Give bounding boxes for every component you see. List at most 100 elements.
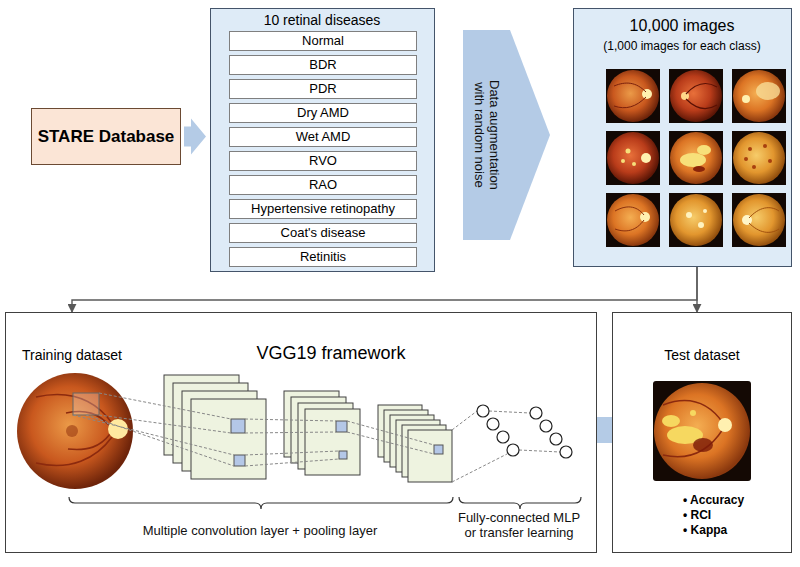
fundus-thumbnail [669, 193, 723, 247]
receptive-field [231, 419, 245, 433]
hemorrhage [693, 438, 713, 452]
projection-line [452, 411, 477, 430]
node-title: RVO [309, 154, 337, 169]
optic-disc [641, 153, 651, 163]
retina [607, 132, 659, 184]
node-title: STARE Database [38, 127, 175, 147]
spot [768, 159, 772, 163]
vessel [614, 83, 646, 108]
node-title: 10 retinal diseases [264, 12, 381, 28]
neuron [497, 431, 509, 443]
class-panel: 10 retinal diseasesNormalBDRPDRDry AMDWe… [210, 8, 435, 272]
lesion [697, 145, 711, 155]
neuron [540, 420, 552, 432]
vessel [686, 84, 717, 109]
exudate [626, 149, 631, 154]
disease-box: Normal [229, 31, 417, 51]
exudate [621, 159, 625, 163]
optic-disc [108, 419, 128, 439]
node-title: Training dataset [22, 347, 122, 363]
brace [69, 497, 453, 509]
fundus-thumbnail [732, 131, 786, 185]
disease-box: Wet AMD [229, 127, 417, 147]
fundus-thumbnail [669, 69, 723, 123]
node-text: • RCI [683, 509, 711, 523]
brace [459, 497, 581, 509]
retina [670, 70, 722, 122]
fundus-thumbnail [732, 193, 786, 247]
projection-line [245, 451, 339, 455]
lesion [690, 410, 696, 416]
optic-disc [640, 212, 650, 222]
projection-line [489, 411, 530, 413]
feature-map [408, 430, 452, 482]
disease-box: Coat's disease [229, 223, 417, 243]
node-title: PDR [309, 82, 336, 97]
image-frame [606, 131, 660, 185]
spot [686, 212, 692, 218]
node-text: • Kappa [683, 524, 727, 538]
vessel [615, 207, 644, 231]
image-frame [669, 193, 723, 247]
optic-disc [642, 89, 652, 99]
feature-map [305, 409, 360, 475]
test-fundus [654, 383, 750, 479]
neuron [550, 433, 562, 445]
retina [733, 70, 785, 122]
node-title: Retinitis [300, 250, 346, 265]
test-panel: Test dataset • Accuracy• RCI• Kappa [612, 312, 792, 553]
disease-box: PDR [229, 79, 417, 99]
flow-line [72, 267, 697, 312]
flow-line [696, 267, 697, 312]
fovea [66, 425, 78, 437]
projection-line [73, 415, 234, 455]
retina [733, 132, 785, 184]
retina [670, 194, 722, 246]
projection-lines [73, 393, 560, 482]
vessel [663, 401, 723, 457]
retina [670, 132, 722, 184]
node-title: Wet AMD [296, 130, 351, 145]
neuron [507, 444, 519, 456]
projection-line [99, 415, 231, 433]
neuron [477, 405, 489, 417]
fundus-thumbnail [732, 69, 786, 123]
fundus-thumbnail [606, 69, 660, 123]
lesion [680, 153, 706, 167]
exudate [632, 162, 636, 166]
fundus-thumbnail [606, 131, 660, 185]
block-arrow [184, 119, 206, 155]
node-text: (1,000 images for each class) [603, 40, 760, 54]
dataset-panel: 10,000 images (1,000 images for each clas… [573, 8, 792, 267]
disease-box: Hypertensive retinopathy [229, 199, 417, 219]
spot [698, 222, 704, 228]
lesion [756, 82, 780, 100]
node-title: Test dataset [664, 347, 740, 363]
block-arrow [463, 30, 550, 240]
node-title: BDR [309, 58, 336, 73]
image-frame [669, 131, 723, 185]
source-box: STARE Database [31, 108, 181, 165]
node-title: Normal [302, 34, 344, 49]
projection-line [245, 459, 339, 466]
image-frame [653, 381, 751, 481]
projection-line [347, 421, 434, 445]
projection-line [519, 450, 560, 452]
optic-disc [742, 95, 750, 103]
disease-box: BDR [229, 55, 417, 75]
input-patch [73, 393, 99, 415]
disease-box: Retinitis [229, 247, 417, 267]
node-text: • Accuracy [683, 494, 744, 508]
retina [607, 194, 659, 246]
projection-line [452, 454, 507, 482]
receptive-field [339, 451, 347, 459]
node-title: 10,000 images [630, 17, 735, 35]
training-fundus [17, 373, 133, 489]
projection-line [86, 415, 234, 466]
receptive-field [434, 445, 443, 454]
spot [744, 157, 748, 161]
projection-line [245, 432, 336, 433]
receptive-field [336, 421, 347, 432]
spot [703, 209, 707, 213]
